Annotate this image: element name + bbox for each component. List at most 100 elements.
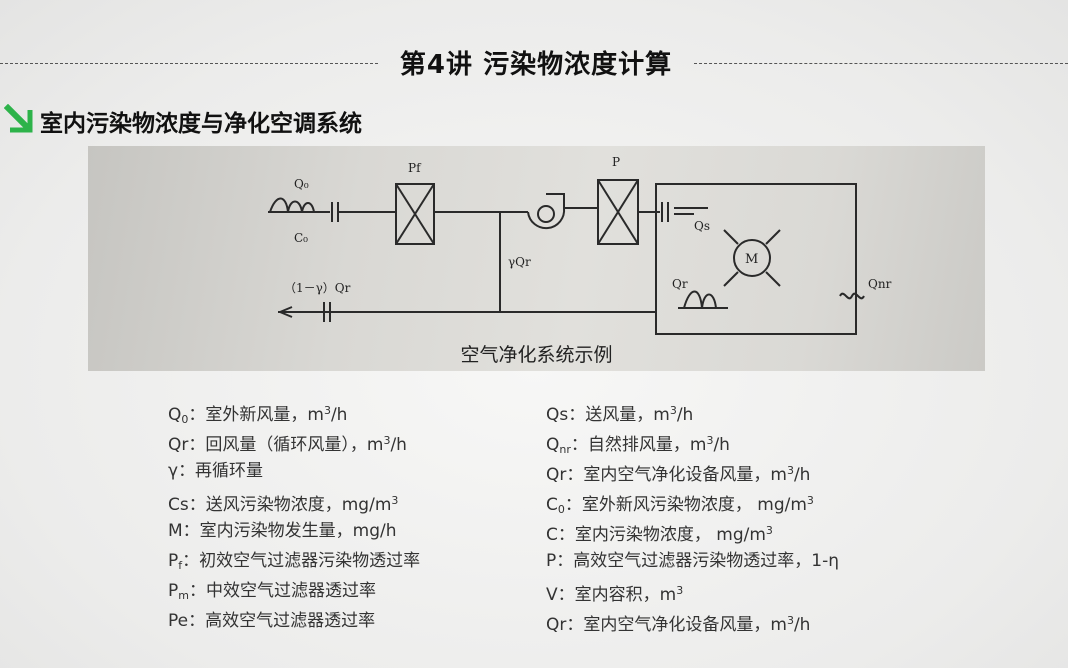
legend-sym: C xyxy=(546,525,558,545)
legend-item: P：高效空气过滤器污染物透过率，1-η xyxy=(546,548,839,578)
legend-desc: ：室内空气净化设备风量，m xyxy=(566,615,787,635)
legend-item: Q0：室外新风量，m3/h xyxy=(168,398,420,428)
label-gamma-qr: γQr xyxy=(508,255,531,269)
label-pf: Pf xyxy=(408,161,422,175)
room-purifier-swirl xyxy=(683,290,717,309)
legend-sup: 3 xyxy=(391,494,399,507)
legend-desc: ：室内污染物发生量，mg/h xyxy=(182,521,397,541)
legend-item: Qnr：自然排风量，m3/h xyxy=(546,428,839,458)
legend-sup: 3 xyxy=(786,614,794,627)
legend-desc: ：回风量（循环风量），m xyxy=(188,435,384,455)
source-arrow-sw xyxy=(723,271,739,287)
legend-desc: ：再循环量 xyxy=(178,461,264,481)
legend-item: Pf：初效空气过滤器污染物透过率 xyxy=(168,548,420,578)
legend-desc: ：送风污染物浓度，mg/m xyxy=(188,495,392,515)
legend-desc: ：高效空气过滤器透过率 xyxy=(188,611,376,631)
legend-sym: γ xyxy=(168,461,179,481)
legend-sub: f xyxy=(178,559,183,572)
legend-sym: Pe xyxy=(168,611,189,631)
legend-desc: ：室内空气净化设备风量，m xyxy=(566,465,787,485)
green-arrow-icon xyxy=(4,104,33,133)
legend-sup: 3 xyxy=(806,494,814,507)
legend-desc: ：高效空气过滤器污染物透过率，1-η xyxy=(556,551,839,571)
title-rule-right xyxy=(694,63,1068,64)
legend-item: Qs：送风量，m3/h xyxy=(546,398,839,428)
title-row: 第4讲 污染物浓度计算 xyxy=(0,40,1068,86)
legend-sym: Q xyxy=(168,405,182,425)
legend-desc: ：初效空气过滤器污染物透过率 xyxy=(182,551,421,571)
legend-sup: 3 xyxy=(765,524,773,537)
legend-sym: M xyxy=(168,521,183,541)
legend-sup: 3 xyxy=(383,434,391,447)
legend-desc: ：中效空气过滤器透过率 xyxy=(188,581,376,601)
label-m: M xyxy=(745,252,758,267)
legend-tail: /h xyxy=(793,615,811,635)
legend-desc: ：室内污染物浓度， mg/m xyxy=(557,525,766,545)
source-m-circle xyxy=(733,239,771,277)
room-box xyxy=(655,183,857,335)
legend-sym: Qs xyxy=(546,405,569,425)
title-rule-left xyxy=(0,63,378,64)
fan-housing xyxy=(527,193,566,230)
label-p: P xyxy=(612,155,620,169)
exhaust-arrowhead xyxy=(279,306,293,318)
fan-hub xyxy=(537,205,555,223)
legend-sym: Q xyxy=(546,435,560,455)
p-filter-x2 xyxy=(597,179,639,245)
legend-item: Qr：回风量（循环风量），m3/h xyxy=(168,428,420,458)
source-arrow-se xyxy=(765,271,781,287)
legend-desc: ：自然排风量，m xyxy=(570,435,707,455)
legend-item: Pe：高效空气过滤器透过率 xyxy=(168,608,420,638)
legend-item: γ：再循环量 xyxy=(168,458,420,488)
legend-sym: P xyxy=(168,581,179,601)
label-return-flow: （1－γ）Qr xyxy=(284,281,351,295)
air-purification-diagram: Q₀ C₀ Pf P γQr （1－γ）Qr Qs Qr M Qnr xyxy=(268,155,892,335)
legend-item: V：室内容积，m3 xyxy=(546,578,839,608)
pf-filter-x2 xyxy=(395,183,435,245)
legend-sym: P xyxy=(168,551,179,571)
legend-item: C0：室外新风污染物浓度， mg/m3 xyxy=(546,488,839,518)
label-qnr: Qnr xyxy=(868,277,892,291)
label-c0: C₀ xyxy=(294,231,308,245)
legend-item: Cs：送风污染物浓度，mg/m3 xyxy=(168,488,420,518)
legend-item: Qr：室内空气净化设备风量，m3/h xyxy=(546,458,839,488)
legend-sub: 0 xyxy=(181,413,189,426)
legend-sym: Qr xyxy=(546,465,567,485)
legend-sup: 3 xyxy=(786,464,794,477)
legend-sub: 0 xyxy=(557,503,565,516)
legend-desc: ：室外新风污染物浓度， mg/m xyxy=(564,495,807,515)
legend-sup: 3 xyxy=(676,584,684,597)
legend-desc: ：送风量，m xyxy=(568,405,670,425)
legend-sup: 3 xyxy=(669,404,677,417)
legend-tail: /h xyxy=(330,405,348,425)
legend-sym: V xyxy=(546,585,558,605)
pf-filter-box xyxy=(395,183,435,245)
figure-caption: 空气净化系统示例 xyxy=(460,344,613,366)
source-arrow-ne xyxy=(765,229,781,245)
label-qr: Qr xyxy=(672,277,688,291)
legend-sym: Cs xyxy=(168,495,189,515)
legend-desc: ：室外新风量，m xyxy=(188,405,324,425)
legend-sym: P xyxy=(546,551,557,571)
section-title: 室内污染物浓度与净化空调系统 xyxy=(40,111,362,137)
exhaust-squiggle xyxy=(839,292,865,300)
legend-sup: 3 xyxy=(706,434,714,447)
source-arrow-nw xyxy=(723,229,739,245)
legend-item: M：室内污染物发生量，mg/h xyxy=(168,518,420,548)
legend-sym: Qr xyxy=(168,435,189,455)
label-qs: Qs xyxy=(694,219,710,233)
legend-item: Qr：室内空气净化设备风量，m3/h xyxy=(546,608,839,638)
legend-sub: m xyxy=(178,589,189,602)
legend-desc: ：室内容积，m xyxy=(557,585,677,605)
legend-tail: /h xyxy=(713,435,730,455)
label-q0: Q₀ xyxy=(294,177,309,191)
legend-item: C：室内污染物浓度， mg/m3 xyxy=(546,518,839,548)
system-diagram-photo: Q₀ C₀ Pf P γQr （1－γ）Qr Qs Qr M Qnr 空气净化系… xyxy=(88,146,985,371)
legend-sym: Qr xyxy=(546,615,567,635)
legend-tail: /h xyxy=(390,435,407,455)
intake-swirl xyxy=(269,197,315,213)
legend-item: Pm：中效空气过滤器透过率 xyxy=(168,578,420,608)
page-title: 第4讲 污染物浓度计算 xyxy=(399,50,673,80)
